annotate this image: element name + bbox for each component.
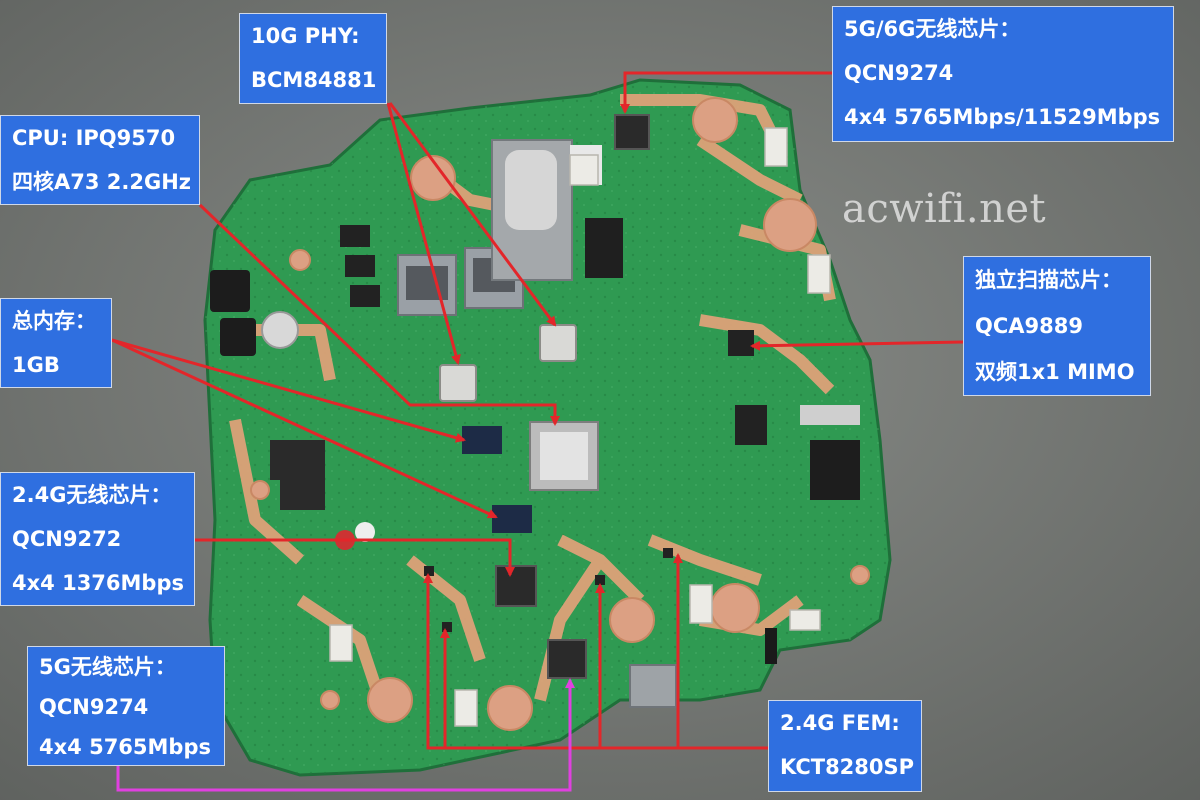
annotation-arrow-5g <box>116 678 575 792</box>
annotation-arrows <box>111 71 964 750</box>
watermark-text: acwifi.net <box>842 186 1047 232</box>
label-2-4g-fem-line1: 2.4G FEM: <box>780 711 900 735</box>
label-wifi-2-4g-line3: 4x4 1376Mbps <box>12 571 184 595</box>
label-cpu-line2: 四核A73 2.2GHz <box>12 170 192 194</box>
label-scan-chip-line2: QCA9889 <box>975 314 1083 338</box>
label-wifi-5g-line2: QCN9274 <box>39 695 149 719</box>
label-cpu: CPU: IPQ9570 四核A73 2.2GHz <box>0 115 200 205</box>
label-memory-line1: 总内存： <box>12 309 96 333</box>
label-wifi-5g-6g-line1: 5G/6G无线芯片： <box>844 17 1021 41</box>
label-wifi-5g-line3: 4x4 5765Mbps <box>39 735 211 759</box>
label-memory-line2: 1GB <box>12 353 60 377</box>
label-10g-phy-line2: BCM84881 <box>251 68 377 92</box>
label-2-4g-fem-line2: KCT8280SP <box>780 755 915 779</box>
label-memory: 总内存： 1GB <box>0 298 112 388</box>
label-wifi-5g-line1: 5G无线芯片： <box>39 655 176 679</box>
label-wifi-2-4g: 2.4G无线芯片： QCN9272 4x4 1376Mbps <box>0 472 195 606</box>
label-cpu-line1: CPU: IPQ9570 <box>12 126 176 150</box>
label-wifi-2-4g-line1: 2.4G无线芯片： <box>12 483 172 507</box>
power-components <box>210 225 380 550</box>
label-scan-chip-line1: 独立扫描芯片： <box>975 268 1122 292</box>
label-wifi-5g-6g: 5G/6G无线芯片： QCN9274 4x4 5765Mbps/11529Mbp… <box>832 6 1174 142</box>
label-scan-chip-line3: 双频1x1 MIMO <box>975 360 1135 384</box>
label-10g-phy: 10G PHY: BCM84881 <box>239 13 387 104</box>
ports <box>397 139 777 708</box>
label-2-4g-fem: 2.4G FEM: KCT8280SP <box>768 700 922 792</box>
label-wifi-5g-6g-line2: QCN9274 <box>844 61 954 85</box>
label-wifi-2-4g-line2: QCN9272 <box>12 527 122 551</box>
antenna-connectors <box>329 127 831 727</box>
label-wifi-5g-6g-line3: 4x4 5765Mbps/11529Mbps <box>844 105 1161 129</box>
copper-pads <box>250 97 870 731</box>
label-10g-phy-line1: 10G PHY: <box>251 24 360 48</box>
label-scan-chip: 独立扫描芯片： QCA9889 双频1x1 MIMO <box>963 256 1151 396</box>
chips <box>424 114 860 679</box>
label-wifi-5g: 5G无线芯片： QCN9274 4x4 5765Mbps <box>27 646 225 766</box>
